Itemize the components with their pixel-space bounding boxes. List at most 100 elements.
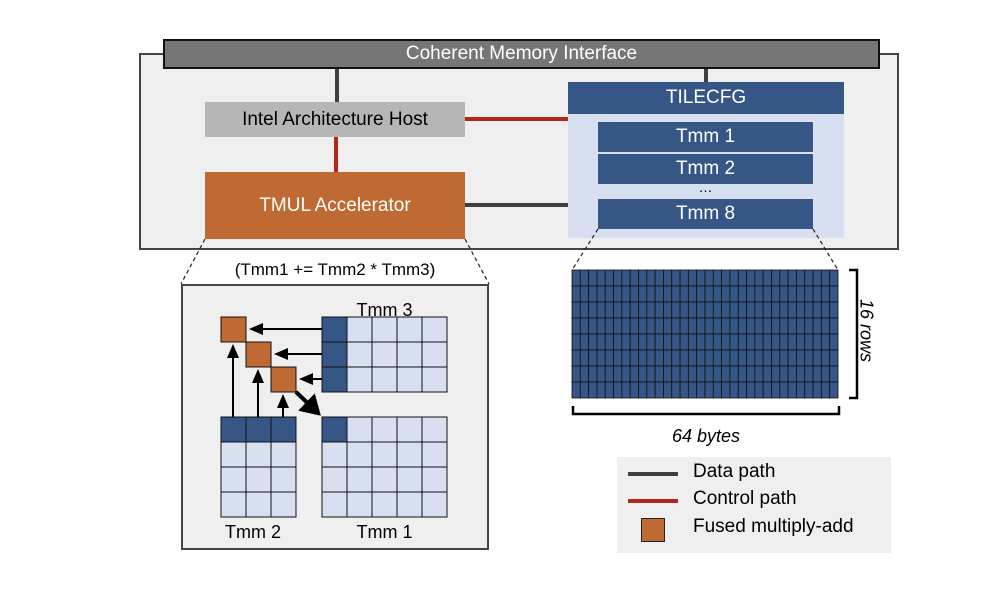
tile-byte-cell [654, 285, 664, 303]
intel-architecture-host: Intel Architecture Host [205, 102, 465, 137]
tile-byte-cell [721, 269, 731, 287]
tmm3-cell [371, 366, 398, 393]
tile-byte-cell [829, 333, 839, 351]
tile-register-tmm8: Tmm 8 [598, 199, 813, 229]
tile-byte-cell [604, 269, 614, 287]
tmm2-cell [220, 441, 247, 468]
tile-byte-cell [771, 381, 781, 399]
tile-byte-cell [787, 317, 797, 335]
tile-byte-cell [571, 285, 581, 303]
tile-byte-cell [596, 333, 606, 351]
tile-byte-cell [804, 381, 814, 399]
tile-byte-cell [638, 365, 648, 383]
tile-byte-cell [729, 333, 739, 351]
tile-byte-cell [829, 269, 839, 287]
tile-byte-cell [779, 269, 789, 287]
tile-byte-cell [729, 381, 739, 399]
legend-control-path-swatch [628, 499, 678, 503]
tile-byte-cell [762, 365, 772, 383]
data-path-memory-tilecfg [704, 69, 708, 82]
tmm1-cell [396, 466, 423, 493]
tile-byte-cell [704, 381, 714, 399]
tile-byte-cell [571, 381, 581, 399]
tile-byte-cell [779, 285, 789, 303]
tile-byte-cell [754, 349, 764, 367]
tile-byte-cell [654, 301, 664, 319]
tmm3-cell [421, 341, 448, 368]
tile-byte-cell [646, 381, 656, 399]
tile-byte-cell [604, 285, 614, 303]
tile-byte-cell [629, 317, 639, 335]
tmm1-cell [346, 466, 373, 493]
tmm1-cell [371, 466, 398, 493]
tile-byte-cell [729, 285, 739, 303]
tile-byte-cell [679, 285, 689, 303]
tile-byte-cell [604, 381, 614, 399]
tile-byte-cell [571, 349, 581, 367]
tile-byte-cell [596, 317, 606, 335]
tile-byte-cell [721, 365, 731, 383]
tmm1-cell [396, 491, 423, 518]
tile-byte-cell [812, 269, 822, 287]
tile-byte-cell [588, 365, 598, 383]
tile-byte-cell [646, 269, 656, 287]
tile-byte-cell [596, 349, 606, 367]
tile-byte-cell [687, 365, 698, 383]
tilecfg-header: TILECFG [568, 82, 844, 114]
tmm2-cell [220, 491, 247, 518]
data-path-memory-host [335, 69, 339, 102]
tile-byte-cell [721, 381, 731, 399]
tile-byte-cell [712, 285, 723, 303]
tile-byte-cell [687, 349, 698, 367]
tile-byte-cell [604, 301, 614, 319]
tmm1-cell [396, 416, 423, 443]
tile-byte-cell [779, 381, 789, 399]
tmm3-cell [321, 366, 348, 393]
tile-byte-cell [663, 317, 673, 335]
tile-byte-cell [829, 285, 839, 303]
tmm2-cell [270, 466, 297, 493]
tile-byte-cell [687, 381, 698, 399]
tmm3-cell [321, 341, 348, 368]
tile-byte-cell [804, 349, 814, 367]
tile-byte-cell [746, 269, 756, 287]
tmm1-cell [371, 416, 398, 443]
tile-byte-cell [820, 365, 831, 383]
tile-byte-cell [737, 381, 747, 399]
tile-byte-cell [654, 333, 664, 351]
tile-byte-cell [571, 301, 581, 319]
tile-byte-cell [613, 365, 623, 383]
tmm1-cell [321, 491, 348, 518]
rows-label: 16 rows [856, 298, 877, 363]
tile-byte-cell [721, 349, 731, 367]
tile-byte-cell [812, 349, 822, 367]
tile-byte-cell [679, 349, 689, 367]
tile-byte-cell [746, 365, 756, 383]
tile-byte-cell [671, 269, 681, 287]
tile-byte-cell [812, 381, 822, 399]
tile-byte-cell [804, 285, 814, 303]
tile-byte-cell [771, 317, 781, 335]
tile-byte-cell [746, 381, 756, 399]
tile-byte-cell [704, 301, 714, 319]
formula-label: (Tmm1 += Tmm2 * Tmm3) [234, 260, 436, 279]
tile-byte-cell [754, 365, 764, 383]
legend-fma-swatch [641, 518, 665, 542]
tmm1-cell [371, 491, 398, 518]
tmm2-cell [270, 441, 297, 468]
tile-byte-cell [613, 333, 623, 351]
tile-byte-cell [613, 269, 623, 287]
tile-byte-cell [613, 349, 623, 367]
tmm1-cell [421, 466, 448, 493]
tile-byte-cell [796, 269, 806, 287]
tmm1-label: Tmm 1 [356, 522, 413, 542]
zoom-line-left [180, 238, 206, 285]
tile-byte-cell [787, 365, 797, 383]
tile-byte-cell [629, 333, 639, 351]
tile-byte-cell [696, 285, 706, 303]
tile-byte-cell [704, 269, 714, 287]
tile-byte-cell [787, 301, 797, 319]
tile-byte-cell [654, 349, 664, 367]
tile-byte-cell [621, 269, 631, 287]
tmm2-cell [270, 491, 297, 518]
